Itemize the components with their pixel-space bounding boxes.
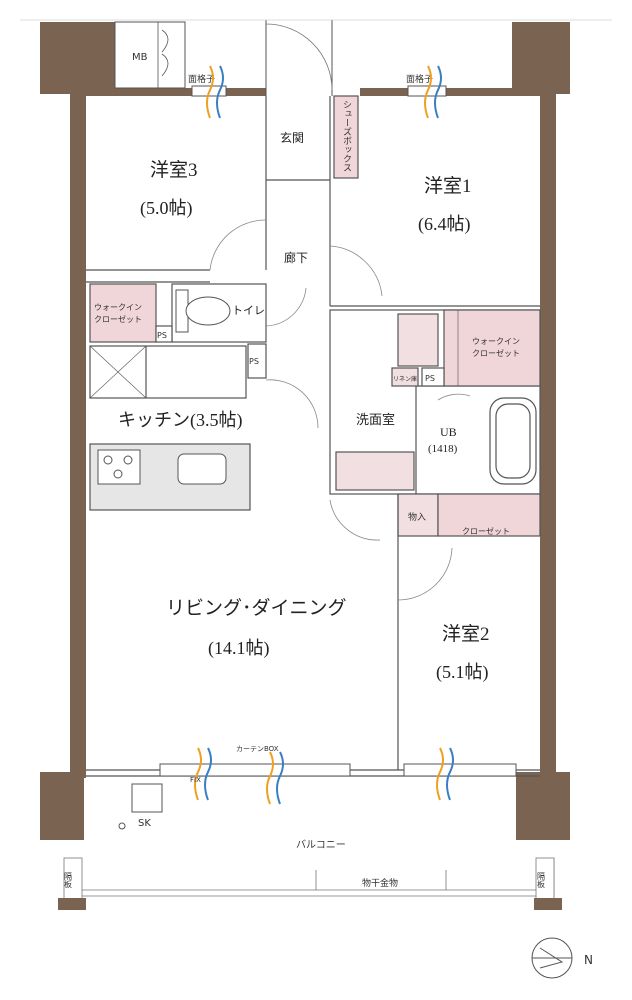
right-top-pillar: [512, 22, 570, 94]
ps-label-1: PS: [157, 331, 167, 340]
balcony-label: バルコニー: [296, 839, 346, 851]
room2-door-swing-icon: [397, 547, 453, 601]
kitchen-door-swing-icon: [265, 379, 319, 429]
rouka-label: 廊下: [284, 250, 308, 265]
ub-size-label: (1418): [428, 443, 458, 455]
menkoushi-left-label: 面格子: [188, 73, 215, 85]
top-wall-b: [226, 88, 266, 96]
stove-icon: [97, 449, 141, 485]
ps-label-2: PS: [249, 357, 259, 366]
senmen-label: 洗面室: [356, 412, 395, 427]
sk-label: SK: [138, 818, 151, 829]
curtain-box-label: カーテンBOX: [236, 745, 279, 753]
fix-label: FIX: [190, 776, 201, 784]
top-wall-d: [446, 88, 540, 96]
entrance-door-swing-icon: [265, 23, 333, 91]
ps-label-3: PS: [425, 374, 435, 383]
room1-name: 洋室1: [424, 175, 472, 197]
living-size: (14.1帖): [208, 638, 270, 659]
wic-left-line1: ウォークイン: [94, 303, 142, 312]
top-wall-c: [360, 88, 408, 96]
monohoshi-label: 物干金物: [362, 877, 398, 889]
living-name: リビング･ダイニング: [166, 597, 347, 619]
kitchen-name: キッチン(3.5帖): [118, 410, 243, 431]
ub-label: UB: [440, 425, 457, 439]
left-bottom-pillar: [40, 772, 84, 840]
monoire-label: 物入: [408, 511, 426, 523]
window-room2: [403, 763, 517, 777]
interior-walls: [86, 95, 541, 777]
toilet-door-swing-icon: [265, 287, 307, 327]
north-compass-icon: [531, 937, 573, 979]
room3-size: (5.0帖): [140, 198, 193, 219]
kakuita-right-label: 隔板: [537, 872, 546, 889]
outer-walls: [40, 22, 570, 840]
window-living: [159, 763, 351, 777]
kakuita-left-label: 隔板: [64, 872, 73, 889]
toilet-icon: [175, 289, 231, 333]
room3-door-swing-icon: [209, 219, 267, 271]
top-wall-a: [86, 88, 192, 96]
room2-name: 洋室2: [442, 623, 490, 645]
room1-door-swing-icon: [329, 245, 383, 297]
closet-label: クローゼット: [462, 526, 510, 536]
sk-icon: [131, 783, 163, 813]
menkoushi-right-label: 面格子: [406, 73, 433, 85]
north-label: N: [584, 953, 593, 967]
mb-box: [114, 21, 186, 89]
linen-label: リネン庫: [393, 375, 417, 383]
balcony-area: [63, 857, 555, 903]
left-top-pillar: [40, 22, 115, 94]
shoes-box-label: シューズボックス: [341, 100, 352, 172]
wic-right-line2: クローゼット: [472, 348, 520, 358]
left-wall: [70, 88, 86, 778]
balcony-end-left: [58, 898, 86, 910]
mb-label: MB: [132, 52, 148, 63]
right-bottom-pillar: [516, 772, 570, 840]
room3-name: 洋室3: [150, 159, 198, 181]
sink-icon: [177, 453, 227, 485]
room2-size: (5.1帖): [436, 662, 489, 683]
balcony-end-right: [534, 898, 562, 910]
room1-size: (6.4帖): [418, 214, 471, 235]
wic-right-line1: ウォークイン: [472, 337, 520, 346]
wic-left-line2: クローゼット: [94, 314, 142, 324]
ub-door-swing-icon: [437, 393, 471, 401]
ventilation-arrow-icon: [194, 65, 454, 805]
right-wall: [540, 88, 556, 778]
washroom-door-swing-icon: [329, 499, 381, 541]
genkan-label: 玄関: [280, 130, 304, 145]
toilet-label: トイレ: [232, 305, 265, 317]
